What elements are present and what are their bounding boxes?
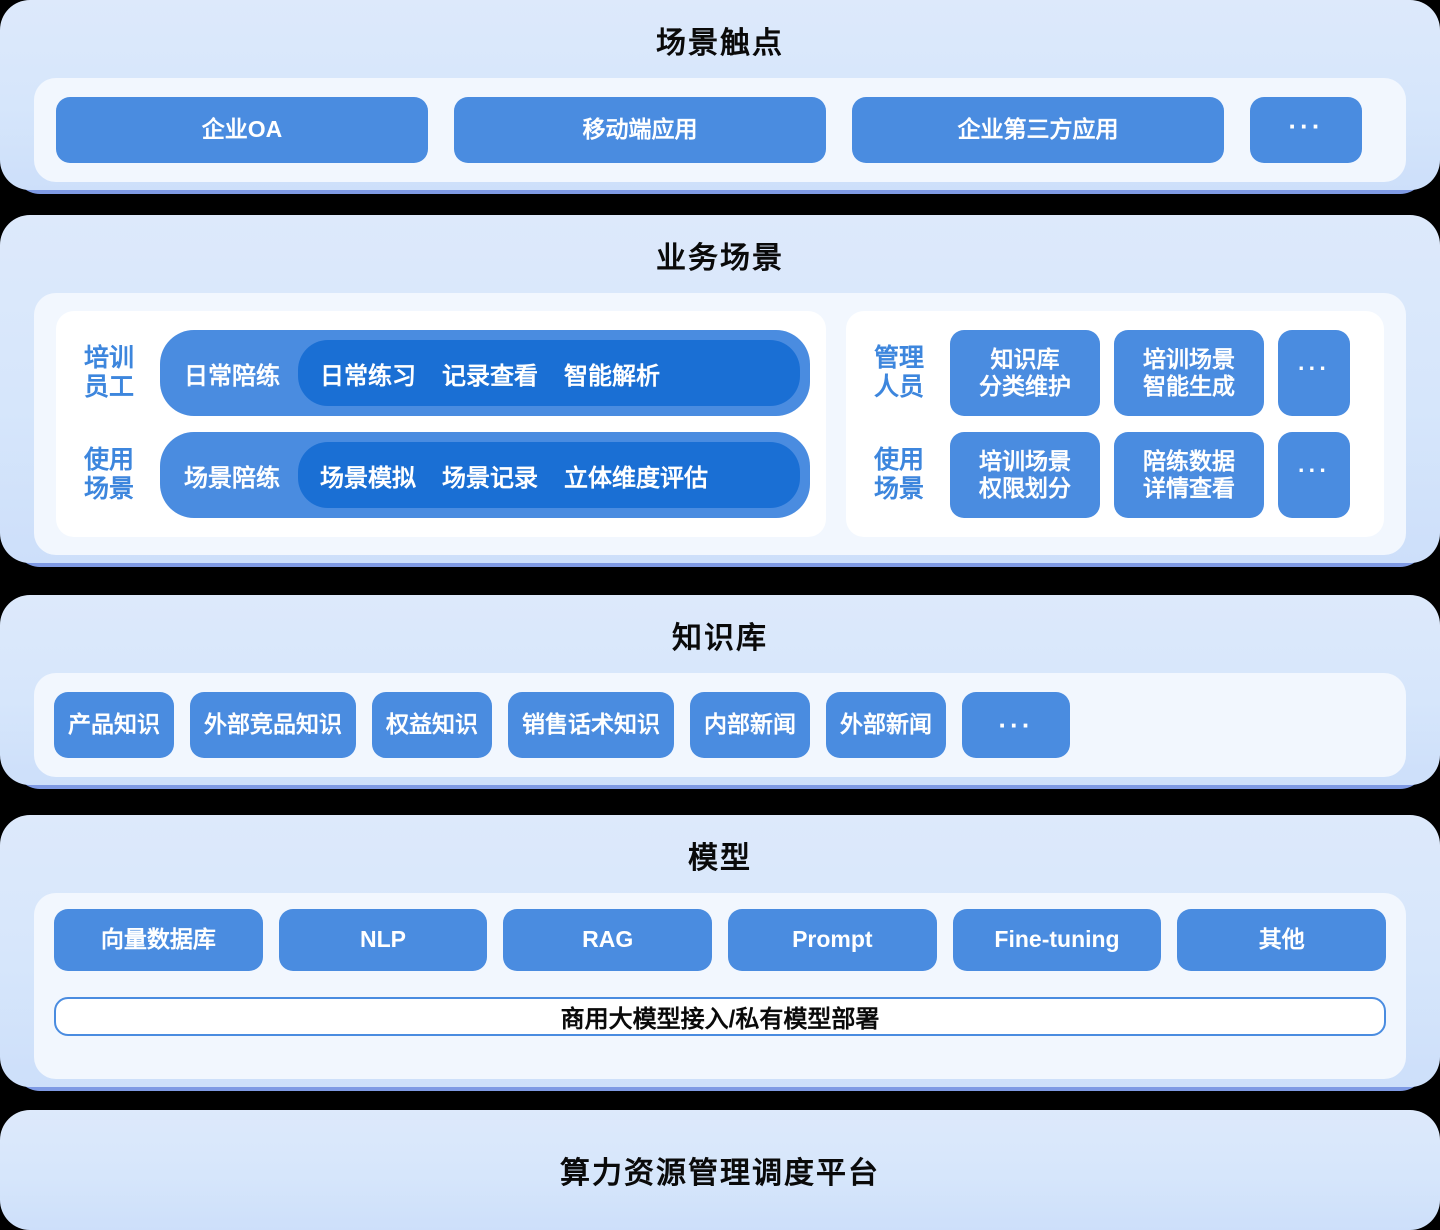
pill-head-scenario-sparring: 场景陪练 bbox=[184, 464, 280, 492]
admin-item-scenario-generation[interactable]: 培训场景 智能生成 bbox=[1114, 330, 1264, 416]
title-compute-platform: 算力资源管理调度平台 bbox=[560, 1157, 880, 1190]
pill-inner-daily-sparring: 日常练习 记录查看 智能解析 bbox=[298, 340, 800, 406]
title-knowledge-base: 知识库 bbox=[672, 622, 768, 655]
knowledge-item-competitor[interactable]: 外部竞品知识 bbox=[190, 692, 356, 758]
card-touchpoints: 企业OA 移动端应用 企业第三方应用 ··· bbox=[34, 78, 1406, 182]
panel-model: 模型 向量数据库 NLP RAG Prompt Fine-tuning 其他 商… bbox=[0, 815, 1440, 1087]
row-label-line2: 人员 bbox=[873, 373, 924, 401]
model-item-rag[interactable]: RAG bbox=[503, 909, 713, 971]
row-label-line2: 员工 bbox=[83, 373, 134, 401]
section-touchpoints: 场景触点 企业OA 移动端应用 企业第三方应用 ··· bbox=[0, 0, 1440, 194]
row-label-usage-scenario-left: 使用 场景 bbox=[72, 446, 146, 504]
touchpoint-item-more[interactable]: ··· bbox=[1250, 97, 1362, 163]
pill-daily-sparring[interactable]: 日常陪练 日常练习 记录查看 智能解析 bbox=[160, 330, 810, 416]
section-compute-platform: 算力资源管理调度平台 bbox=[0, 1110, 1440, 1230]
knowledge-item-product[interactable]: 产品知识 bbox=[54, 692, 174, 758]
touchpoint-item-thirdparty[interactable]: 企业第三方应用 bbox=[852, 97, 1224, 163]
chip-line1: 培训场景 bbox=[1143, 345, 1235, 372]
usage-item-scenario-permission[interactable]: 培训场景 权限划分 bbox=[950, 432, 1100, 518]
business-row-usage-scenario-right: 使用 场景 培训场景 权限划分 陪练数据 详情查看 bbox=[862, 432, 1368, 518]
row-label-line1: 使用 bbox=[83, 446, 134, 475]
model-tech-row: 向量数据库 NLP RAG Prompt Fine-tuning 其他 bbox=[54, 909, 1387, 971]
chip-line1: 培训场景 bbox=[979, 447, 1071, 474]
row-label-training-employee: 培训 员工 bbox=[72, 344, 146, 402]
business-row-admin-staff: 管理 人员 知识库 分类维护 培训场景 智能生成 bbox=[862, 330, 1368, 416]
feature-smart-analysis[interactable]: 智能解析 bbox=[564, 362, 660, 390]
knowledge-item-sales-script[interactable]: 销售话术知识 bbox=[508, 692, 674, 758]
panel-business-scenarios: 业务场景 培训 员工 日常陪练 日常练习 记录查看 bbox=[0, 215, 1440, 563]
row-label-line2: 场景 bbox=[873, 475, 924, 503]
model-deployment-banner: 商用大模型接入/私有模型部署 bbox=[54, 996, 1386, 1036]
row-label-line1: 培训 bbox=[83, 344, 134, 373]
feature-multidimensional-evaluation[interactable]: 立体维度评估 bbox=[564, 464, 708, 492]
title-model: 模型 bbox=[688, 842, 752, 875]
row-label-line1: 使用 bbox=[873, 446, 924, 475]
usage-item-more[interactable]: ··· bbox=[1278, 432, 1350, 518]
model-item-fine-tuning[interactable]: Fine-tuning bbox=[952, 909, 1162, 971]
chip-line2: 智能生成 bbox=[1143, 373, 1235, 399]
feature-daily-practice[interactable]: 日常练习 bbox=[320, 362, 416, 390]
knowledge-item-benefits[interactable]: 权益知识 bbox=[372, 692, 492, 758]
touchpoint-item-mobile[interactable]: 移动端应用 bbox=[454, 97, 826, 163]
chip-line1: 知识库 bbox=[990, 345, 1060, 372]
model-item-nlp[interactable]: NLP bbox=[278, 909, 488, 971]
card-model: 向量数据库 NLP RAG Prompt Fine-tuning 其他 商用大模… bbox=[34, 893, 1406, 1079]
knowledge-item-internal-news[interactable]: 内部新闻 bbox=[690, 692, 810, 758]
feature-record-view[interactable]: 记录查看 bbox=[442, 362, 538, 390]
pill-scenario-sparring[interactable]: 场景陪练 场景模拟 场景记录 立体维度评估 bbox=[160, 432, 810, 518]
pill-head-daily-sparring: 日常陪练 bbox=[184, 362, 280, 390]
knowledge-item-more[interactable]: ··· bbox=[962, 692, 1070, 758]
chip-line2: 详情查看 bbox=[1143, 475, 1235, 501]
panel-compute-platform: 算力资源管理调度平台 bbox=[0, 1110, 1440, 1230]
section-knowledge-base: 知识库 产品知识 外部竞品知识 权益知识 销售话术知识 内部新闻 外部新闻 ··… bbox=[0, 595, 1440, 789]
admin-item-more[interactable]: ··· bbox=[1278, 330, 1350, 416]
section-business-scenarios: 业务场景 培训 员工 日常陪练 日常练习 记录查看 bbox=[0, 215, 1440, 567]
panel-knowledge-base: 知识库 产品知识 外部竞品知识 权益知识 销售话术知识 内部新闻 外部新闻 ··… bbox=[0, 595, 1440, 785]
row-label-line1: 管理 bbox=[873, 344, 924, 373]
row-label-admin-staff: 管理 人员 bbox=[862, 344, 936, 402]
title-touchpoints: 场景触点 bbox=[656, 27, 784, 60]
business-row-training-employee: 培训 员工 日常陪练 日常练习 记录查看 智能解析 bbox=[72, 330, 810, 416]
business-row-usage-scenario-left: 使用 场景 场景陪练 场景模拟 场景记录 立体维度评估 bbox=[72, 432, 810, 518]
usage-item-sparring-data-detail[interactable]: 陪练数据 详情查看 bbox=[1114, 432, 1264, 518]
touchpoint-item-oa[interactable]: 企业OA bbox=[56, 97, 428, 163]
row-label-line2: 场景 bbox=[83, 475, 134, 503]
chip-line1: 陪练数据 bbox=[1143, 447, 1235, 474]
card-business-scenarios: 培训 员工 日常陪练 日常练习 记录查看 智能解析 bbox=[34, 293, 1406, 555]
business-right-column: 管理 人员 知识库 分类维护 培训场景 智能生成 bbox=[846, 311, 1384, 537]
model-item-other[interactable]: 其他 bbox=[1177, 909, 1387, 971]
chip-line2: 分类维护 bbox=[979, 373, 1071, 399]
row-label-usage-scenario-right: 使用 场景 bbox=[862, 446, 936, 504]
feature-scenario-simulation[interactable]: 场景模拟 bbox=[320, 464, 416, 492]
feature-scenario-record[interactable]: 场景记录 bbox=[442, 464, 538, 492]
model-item-prompt[interactable]: Prompt bbox=[728, 909, 937, 971]
panel-touchpoints: 场景触点 企业OA 移动端应用 企业第三方应用 ··· bbox=[0, 0, 1440, 190]
knowledge-item-external-news[interactable]: 外部新闻 bbox=[826, 692, 946, 758]
model-banner-row: 商用大模型接入/私有模型部署 bbox=[54, 985, 1386, 1047]
admin-item-knowledge-category[interactable]: 知识库 分类维护 bbox=[950, 330, 1100, 416]
pill-inner-scenario-sparring: 场景模拟 场景记录 立体维度评估 bbox=[298, 442, 800, 508]
title-business-scenarios: 业务场景 bbox=[656, 242, 784, 275]
card-knowledge-base: 产品知识 外部竞品知识 权益知识 销售话术知识 内部新闻 外部新闻 ··· bbox=[34, 673, 1406, 777]
section-model: 模型 向量数据库 NLP RAG Prompt Fine-tuning 其他 商… bbox=[0, 815, 1440, 1091]
model-item-vector-db[interactable]: 向量数据库 bbox=[54, 909, 263, 971]
business-left-column: 培训 员工 日常陪练 日常练习 记录查看 智能解析 bbox=[56, 311, 826, 537]
chip-line2: 权限划分 bbox=[979, 475, 1071, 501]
